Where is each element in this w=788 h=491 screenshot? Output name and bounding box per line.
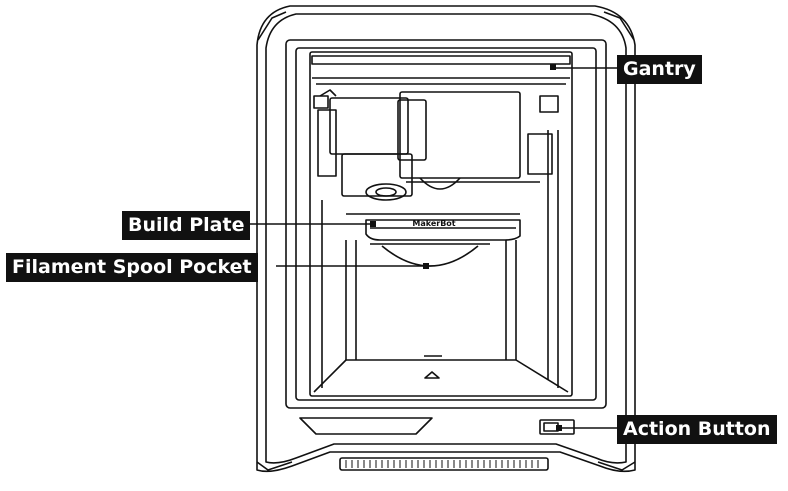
action-button-label: Action Button: [617, 415, 777, 444]
build-plate-brand-text: MakerBot: [412, 219, 455, 228]
build-plate-top: [365, 219, 521, 241]
extruder-fan-hub: [375, 187, 397, 197]
extruder-side-block: [397, 99, 427, 161]
housing-corner-accent-top-right: [603, 11, 635, 41]
action-button-face: [543, 422, 559, 432]
floor-marker: [424, 371, 440, 379]
bottom-vent: [339, 457, 549, 471]
action-button-housing: [539, 419, 575, 435]
chamber-floor-right: [515, 359, 569, 393]
left-rail-block: [313, 95, 329, 109]
cable-loop: [419, 177, 461, 190]
extruder-bracket: [319, 89, 337, 97]
right-motor: [527, 133, 553, 175]
build-plate-anchor: [370, 221, 376, 227]
spool-pocket-anchor: [423, 263, 429, 269]
right-rail-block: [539, 95, 559, 113]
printer-housing-inner-rim: [265, 13, 627, 464]
action-button-anchor: [556, 425, 562, 431]
housing-corner-accent-bottom-right: [597, 461, 636, 471]
chamber-back-wall: [345, 240, 517, 361]
gantry-bar: [311, 55, 571, 65]
extruder-lower: [341, 153, 413, 197]
gantry-anchor: [550, 64, 556, 70]
extruder-rear-housing: [317, 109, 337, 177]
housing-corner-accent-bottom-left: [256, 461, 293, 471]
extruder-upper: [329, 97, 409, 155]
filament-spool-pocket-label: Filament Spool Pocket: [6, 253, 258, 282]
extruder-fan: [365, 183, 407, 201]
vent-grill-lines: [345, 460, 539, 468]
housing-corner-accent-top-left: [257, 11, 287, 41]
chamber-floor-left: [313, 359, 347, 393]
gantry-label: Gantry: [617, 55, 702, 84]
filament-spool-pocket-arc: [381, 245, 479, 267]
bottom-display-panel: [299, 417, 433, 435]
gantry-carriage: [399, 91, 521, 179]
build-plate-label: Build Plate: [122, 211, 251, 240]
printer-housing-outer: [256, 5, 636, 473]
